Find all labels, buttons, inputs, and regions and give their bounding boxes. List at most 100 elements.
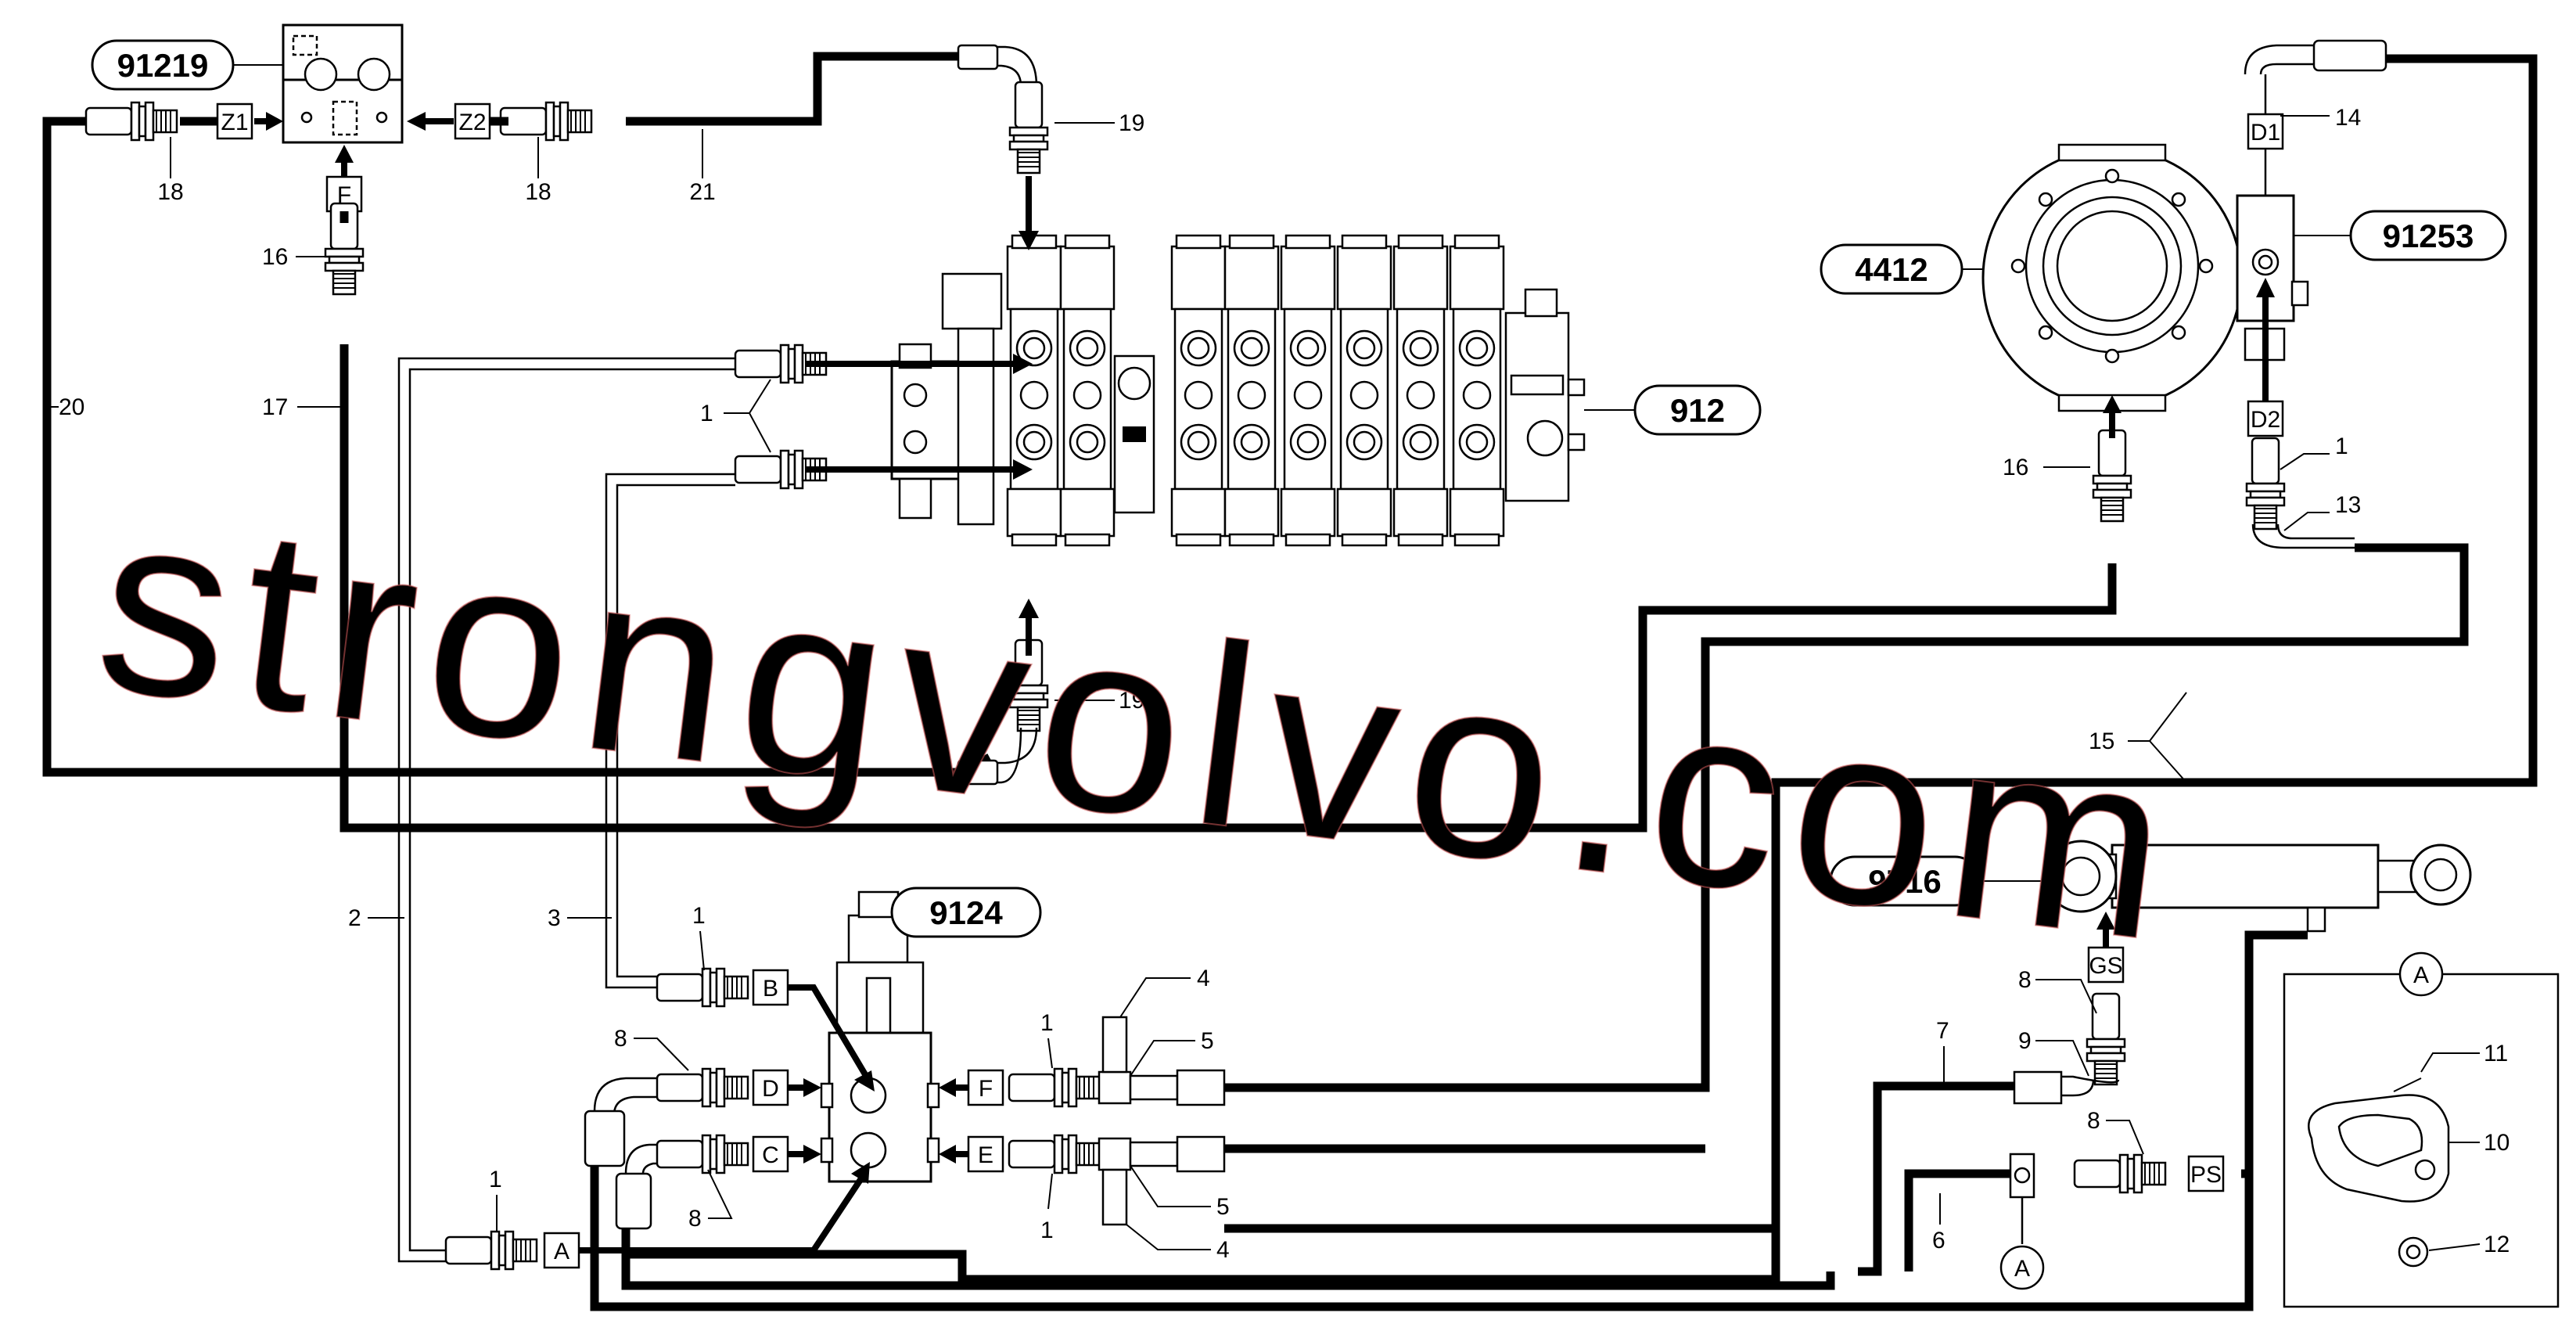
port-d1: D1 bbox=[2247, 113, 2284, 150]
part-number: 15 bbox=[2089, 728, 2114, 754]
part-number: 8 bbox=[614, 1026, 627, 1052]
fitting-icon bbox=[656, 1134, 749, 1174]
part-number: 9 bbox=[2018, 1028, 2032, 1054]
valve-block-icon bbox=[1170, 234, 1227, 547]
part-number: 21 bbox=[689, 179, 715, 205]
valve-block-912 bbox=[890, 234, 1586, 547]
svg-text:B: B bbox=[763, 976, 778, 1002]
svg-text:91219: 91219 bbox=[117, 47, 209, 84]
part-number: 3 bbox=[548, 905, 561, 931]
part-number: 11 bbox=[2484, 1041, 2508, 1066]
port-f-91219: F bbox=[325, 175, 363, 213]
fitting-icon bbox=[1008, 1134, 1101, 1174]
component-tag-912: 912 bbox=[1584, 384, 1762, 436]
part-callouts: 18 18 21 19 16 20 17 1 19 16 14 1 13 15 … bbox=[47, 105, 2510, 1263]
part-number: 12 bbox=[2484, 1232, 2510, 1257]
hose-lines bbox=[42, 52, 2538, 1311]
svg-text:Z1: Z1 bbox=[221, 110, 248, 135]
part-number: 18 bbox=[525, 179, 551, 205]
part-number: 16 bbox=[262, 244, 288, 270]
valve-block-icon bbox=[1059, 234, 1116, 547]
fitting-icon bbox=[1008, 1067, 1101, 1108]
valve-9124 bbox=[820, 890, 940, 1183]
part-number: 1 bbox=[1040, 1010, 1054, 1036]
port-a-circle bbox=[1999, 1245, 2045, 1290]
fitting-icon bbox=[1010, 82, 1047, 173]
svg-text:A: A bbox=[554, 1239, 569, 1264]
svg-text:E: E bbox=[978, 1142, 993, 1168]
part-number: 10 bbox=[2484, 1130, 2510, 1156]
part-number: 2 bbox=[348, 905, 361, 931]
part-number: 1 bbox=[489, 1167, 502, 1192]
component-tag-91253: 91253 bbox=[2294, 210, 2507, 261]
svg-text:D: D bbox=[762, 1076, 779, 1102]
fitting-icon bbox=[2093, 430, 2131, 521]
part-number: 1 bbox=[692, 903, 706, 929]
part-number: 18 bbox=[157, 179, 183, 205]
port-ps: PS bbox=[2187, 1155, 2225, 1192]
fitting-icon bbox=[444, 1230, 538, 1271]
part-number: 5 bbox=[1201, 1028, 1214, 1054]
svg-text:C: C bbox=[762, 1142, 779, 1168]
component-tag-91219: 91219 bbox=[91, 39, 283, 91]
svg-text:D2: D2 bbox=[2251, 407, 2280, 433]
motor-4412 bbox=[1981, 143, 2243, 412]
component-tag-4412: 4412 bbox=[1820, 243, 1983, 295]
svg-text:GS: GS bbox=[2089, 953, 2122, 979]
port-c: C bbox=[752, 1135, 789, 1173]
part-number: 1 bbox=[2335, 433, 2348, 459]
port-b: B bbox=[752, 969, 789, 1006]
valve-91253 bbox=[2236, 194, 2309, 361]
part-number: 8 bbox=[2018, 967, 2032, 993]
svg-text:D1: D1 bbox=[2251, 120, 2280, 146]
cylinder-9716 bbox=[2044, 840, 2472, 933]
svg-text:4412: 4412 bbox=[1855, 251, 1928, 288]
fitting-icon bbox=[2073, 1153, 2167, 1194]
component-tag-9716: 9716 bbox=[1829, 855, 2046, 907]
port-e: E bbox=[967, 1135, 1004, 1173]
fitting-icon bbox=[656, 967, 749, 1008]
part-number: 8 bbox=[688, 1206, 702, 1232]
part-number: 6 bbox=[1932, 1228, 1945, 1253]
fitting-icon bbox=[2087, 994, 2125, 1084]
port-a: A bbox=[543, 1232, 580, 1269]
component-tag-9124: 9124 bbox=[890, 887, 1042, 938]
part-number: 1 bbox=[700, 401, 713, 426]
valve-block-icon bbox=[1336, 234, 1392, 547]
port-z2: Z2 bbox=[454, 103, 491, 140]
valve-block-icon bbox=[1006, 234, 1062, 547]
port-d2: D2 bbox=[2247, 400, 2284, 437]
valve-91219 bbox=[282, 23, 404, 144]
port-f-9124: F bbox=[967, 1069, 1004, 1106]
detail-a: A bbox=[2283, 951, 2560, 1308]
valve-block-icon bbox=[1280, 234, 1336, 547]
part-number: 16 bbox=[2003, 455, 2028, 480]
valve-block-icon bbox=[1223, 234, 1280, 547]
fitting-icon bbox=[656, 1067, 749, 1108]
svg-text:F: F bbox=[337, 182, 351, 208]
fitting-icon bbox=[499, 101, 593, 142]
svg-text:91253: 91253 bbox=[2383, 218, 2474, 254]
fitting-icon bbox=[2247, 438, 2284, 529]
svg-text:A: A bbox=[2413, 962, 2429, 988]
port-gs: GS bbox=[2087, 946, 2125, 984]
part-number: 8 bbox=[2087, 1108, 2100, 1134]
svg-text:9716: 9716 bbox=[1868, 863, 1941, 900]
fitting-icon bbox=[84, 101, 178, 142]
svg-text:A: A bbox=[2014, 1256, 2030, 1282]
part-number: 1 bbox=[1040, 1218, 1054, 1243]
part-number: 20 bbox=[59, 394, 84, 420]
part-number: 19 bbox=[1119, 110, 1144, 136]
port-z1: Z1 bbox=[216, 103, 253, 140]
part-number: 14 bbox=[2335, 105, 2361, 131]
svg-text:Z2: Z2 bbox=[458, 110, 486, 135]
svg-text:PS: PS bbox=[2190, 1162, 2222, 1188]
part-number: 5 bbox=[1216, 1194, 1230, 1220]
watermark: strongvolvo.com bbox=[84, 454, 2195, 997]
part-number: 7 bbox=[1936, 1018, 1949, 1044]
part-number: 4 bbox=[1216, 1237, 1230, 1263]
part-number: 17 bbox=[262, 394, 288, 420]
port-d: D bbox=[752, 1069, 789, 1106]
part-number: 13 bbox=[2335, 492, 2361, 518]
